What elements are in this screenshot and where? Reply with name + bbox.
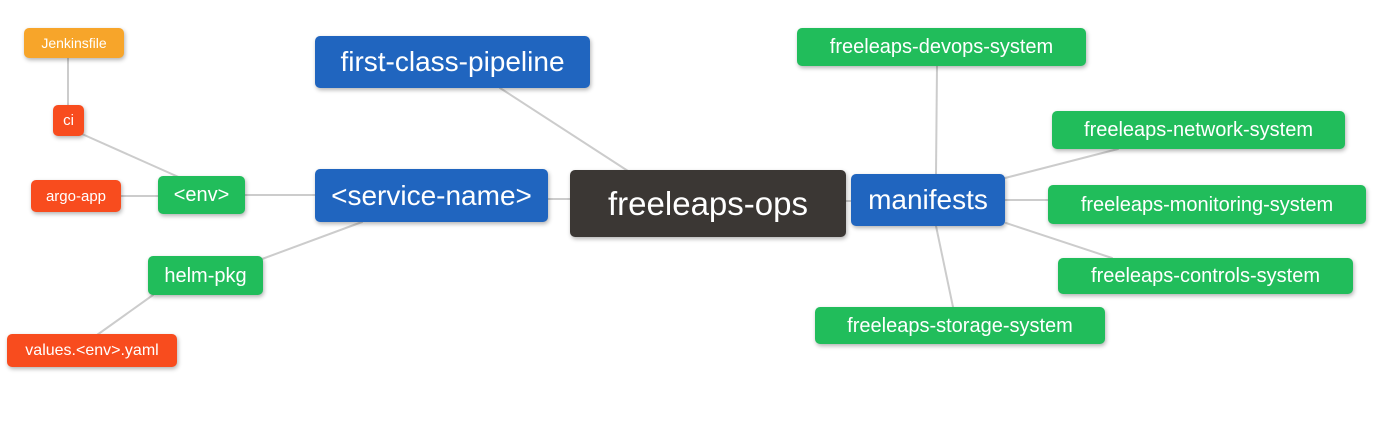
node-manifests[interactable]: manifests [851, 174, 1005, 226]
node-values-env-yaml[interactable]: values.<env>.yaml [7, 334, 177, 367]
node-service-name[interactable]: <service-name> [315, 169, 548, 222]
node-first-class-pipeline[interactable]: first-class-pipeline [315, 36, 590, 88]
edge-manifests-freeleaps-devops-system [935, 65, 938, 175]
edge-manifests-freeleaps-controls-system [1005, 222, 1113, 259]
edge-helm-pkg-service-name [261, 221, 363, 260]
node-freeleaps-ops[interactable]: freeleaps-ops [570, 170, 846, 237]
node-argo-app[interactable]: argo-app [31, 180, 121, 212]
node-helm-pkg[interactable]: helm-pkg [148, 256, 263, 295]
node-freeleaps-network-system[interactable]: freeleaps-network-system [1052, 111, 1345, 149]
node-env[interactable]: <env> [158, 176, 245, 214]
node-jenkinsfile[interactable]: Jenkinsfile [24, 28, 124, 58]
node-freeleaps-monitoring-system[interactable]: freeleaps-monitoring-system [1048, 185, 1366, 224]
edge-helm-pkg-values-env-yaml [96, 294, 154, 336]
node-freeleaps-controls-system[interactable]: freeleaps-controls-system [1058, 258, 1353, 294]
edge-manifests-freeleaps-network-system [1004, 148, 1119, 179]
node-ci[interactable]: ci [53, 105, 84, 136]
edge-manifests-freeleaps-storage-system [935, 225, 954, 308]
node-freeleaps-storage-system[interactable]: freeleaps-storage-system [815, 307, 1105, 344]
edge-ci-env [81, 133, 184, 180]
edge-first-class-pipeline-freeleaps-ops [499, 87, 629, 172]
node-freeleaps-devops-system[interactable]: freeleaps-devops-system [797, 28, 1086, 66]
